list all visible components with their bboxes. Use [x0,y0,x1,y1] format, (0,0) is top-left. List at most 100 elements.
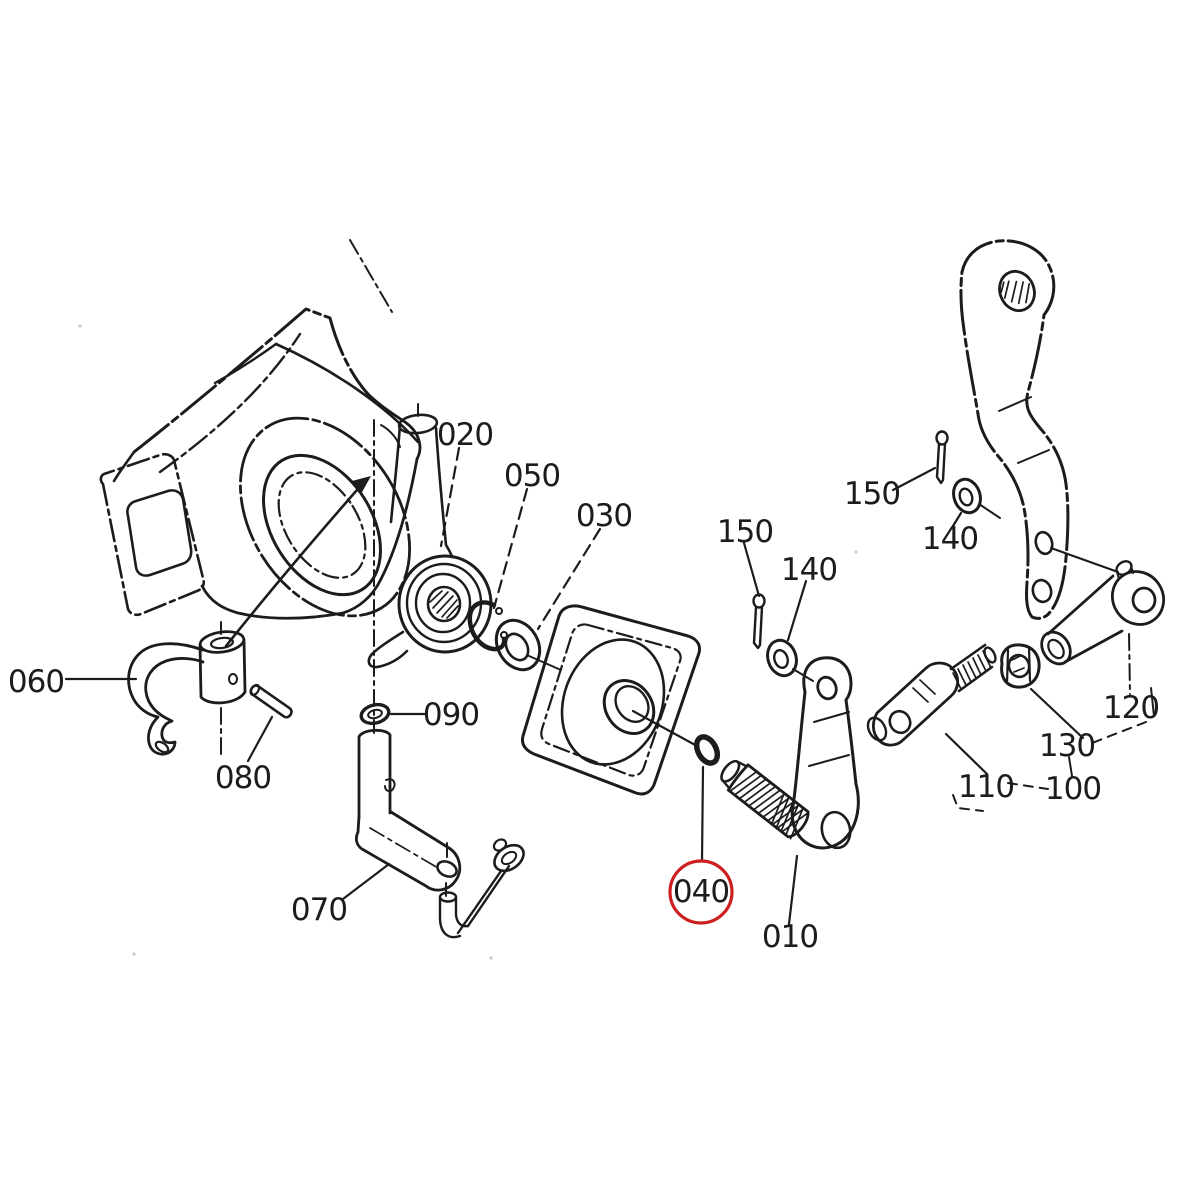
pin-080-head [249,683,261,696]
bent-rod-top-end [438,891,458,903]
body-wing-tab [367,630,409,669]
shaft-knurl-lines [729,770,810,833]
pin-080-body [249,684,293,719]
snap-ring-050 [467,600,508,652]
crank-arm-axis [369,827,439,869]
part-label-040: 040 [673,874,729,910]
thread-tip [983,646,997,664]
tick-after-120 [1150,687,1155,717]
snap-ring-lug-hole-b [500,631,508,639]
leader-110 [944,732,989,776]
leader-140m [786,579,808,642]
leader-050 [492,487,529,610]
part-label-140-topright: 140 [922,521,978,557]
stray-centerline [349,239,393,313]
bearing-bore [426,585,462,623]
plate-boss-oval [560,638,666,766]
part-label-090: 090 [423,697,479,733]
plate-outline [521,604,701,796]
boss-side-hole [228,673,238,685]
plate-gasket-line [540,623,682,777]
rodend-120-eye-hole [1131,586,1157,614]
hook-toe-end [154,740,170,754]
scan-speck [132,952,136,956]
rodend-120-face-hole [1047,638,1065,660]
arm-accent-lines [998,396,1050,464]
part-labels: 020 050 030 150 140 150 140 060 080 090 … [8,417,1160,955]
part-label-080: 080 [215,760,271,796]
leader-040 [700,765,705,863]
part-label-150-topright: 150 [844,476,900,512]
spool-right-edge [434,426,454,559]
housing-flange-opening [126,489,193,577]
rodend-120-body [1046,574,1124,664]
part-label-150-middle: 150 [717,514,773,550]
plate-to-oring-line [631,709,699,748]
washer-030-inner [504,632,530,662]
o-ring-040 [693,734,721,766]
thread-hatches [952,650,992,690]
arm-outline [959,239,1070,620]
part-label-120: 120 [1103,690,1159,726]
upper-arm [959,239,1120,620]
rodend-pin-stub-lines [1116,565,1134,580]
lever-boss-face [820,810,852,850]
washer-140tr-inner [958,487,974,507]
shaft-knurl-cross [770,792,805,840]
clevis-110-head [866,716,888,742]
leader-080 [246,715,274,763]
crank-hole-ticks [445,842,448,897]
boss-sides [198,638,247,705]
crank-arm [354,810,462,892]
clevis-110-eye [888,709,912,735]
hook-outline [127,642,205,756]
turnbuckle-assembly [866,560,1166,812]
leader-120-chain [1128,633,1131,695]
snap-ring-body [467,600,507,652]
part-label-110: 110 [958,769,1014,805]
washer-140tr-outer [952,477,982,515]
leader-150m [742,541,761,598]
boss-top-hole [209,636,235,650]
cotter-pin-150m-shank [752,605,764,650]
leader-030 [536,527,602,631]
part-label-020: 020 [437,417,493,453]
lever-accent-lines [808,711,850,767]
clevis-slot-lines [912,679,936,703]
plate-hole-outer [602,679,656,735]
clevis-110-body [871,661,960,747]
lever-shaft-010 [720,656,860,850]
bent-rod-diagonal [456,864,511,935]
insertion-arrow-curve [224,480,366,648]
scan-speck [489,956,493,960]
leader-070 [341,862,391,901]
housing-bore-chamfer [277,471,367,579]
leader-130 [1029,687,1085,740]
arm-eye-splines [1000,280,1031,305]
nut-130-hole [1007,653,1031,679]
housing-arch-inner [158,332,302,474]
part-label-030: 030 [576,498,632,534]
part-label-060: 060 [8,664,64,700]
highlight-circle [668,859,734,925]
rod-socket-hole [500,850,518,866]
cotter-pin-150tr-head [935,430,949,446]
nut-130-outline [1000,643,1041,689]
washer-to-arm-line [978,503,1001,519]
pin-washer-middle [742,541,814,682]
line-130-to-100 [1068,756,1073,777]
washer-140m-inner [773,649,789,669]
rodend-120-eye-outer [1110,570,1166,626]
leader-010 [787,854,799,926]
cotter-pin-150tr-shank [935,442,947,485]
washer-to-plate-line [528,655,562,671]
part-label-010: 010 [762,919,818,955]
rod-socket-knob [492,838,508,852]
rod-socket-flange [493,843,525,873]
crank-shaft [357,728,392,820]
shaft-body [726,763,810,839]
bent-rod-vertical [438,896,470,939]
housing-lobe-inner-arc [380,424,401,448]
